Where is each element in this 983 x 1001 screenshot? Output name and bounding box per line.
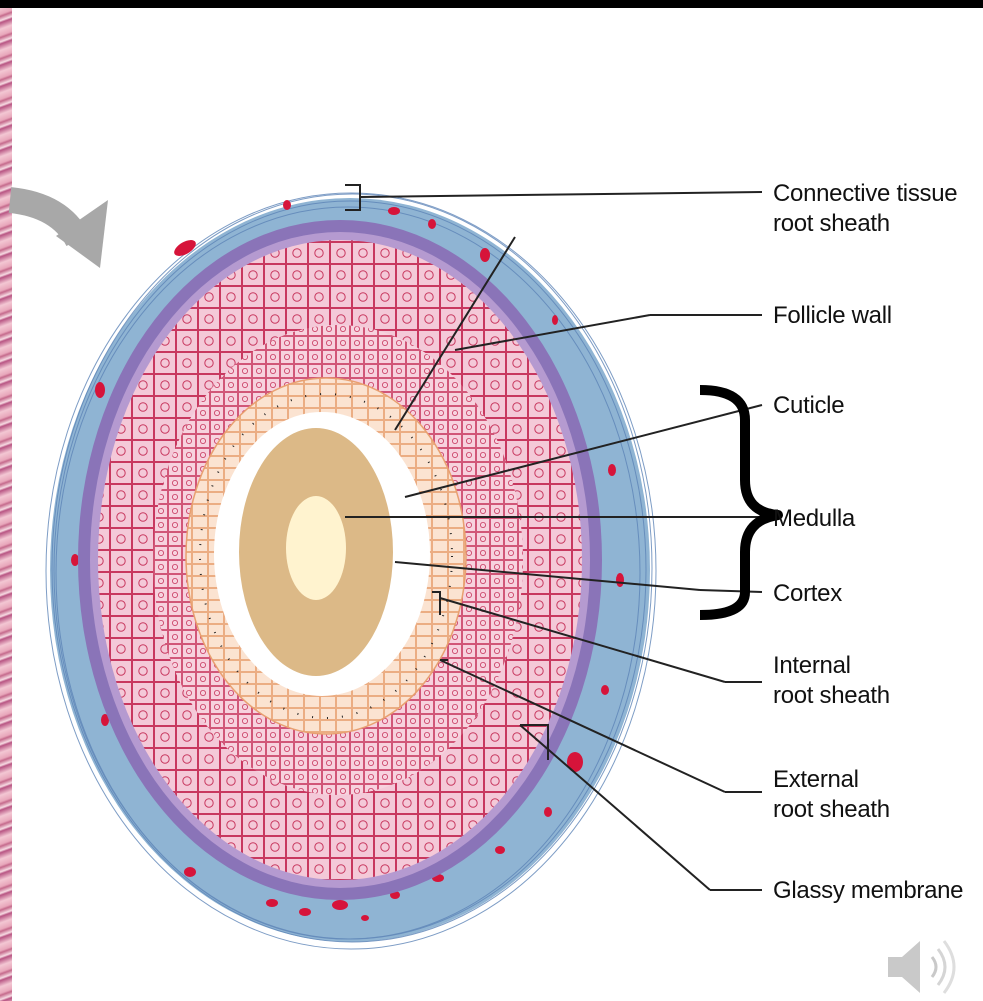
speaker-icon[interactable] — [880, 935, 970, 995]
hair-shaft-brace-icon — [700, 390, 778, 615]
label-external-root-sheath: External root sheath — [773, 765, 890, 825]
label-line: External — [773, 765, 890, 795]
label-line: root sheath — [773, 795, 890, 825]
label-medulla: Medulla — [773, 504, 855, 534]
label-line: Connective tissue — [773, 179, 957, 209]
label-internal-root-sheath: Internal root sheath — [773, 651, 890, 711]
label-cuticle: Cuticle — [773, 391, 844, 421]
curved-arrow-icon — [10, 200, 108, 268]
label-connective-tissue-root-sheath: Connective tissue root sheath — [773, 179, 957, 239]
label-line: root sheath — [773, 681, 890, 711]
label-line: Internal — [773, 651, 890, 681]
label-follicle-wall: Follicle wall — [773, 301, 892, 331]
medulla-layer — [286, 496, 346, 600]
label-cortex: Cortex — [773, 579, 842, 609]
label-glassy-membrane: Glassy membrane — [773, 876, 963, 906]
label-line: root sheath — [773, 209, 957, 239]
